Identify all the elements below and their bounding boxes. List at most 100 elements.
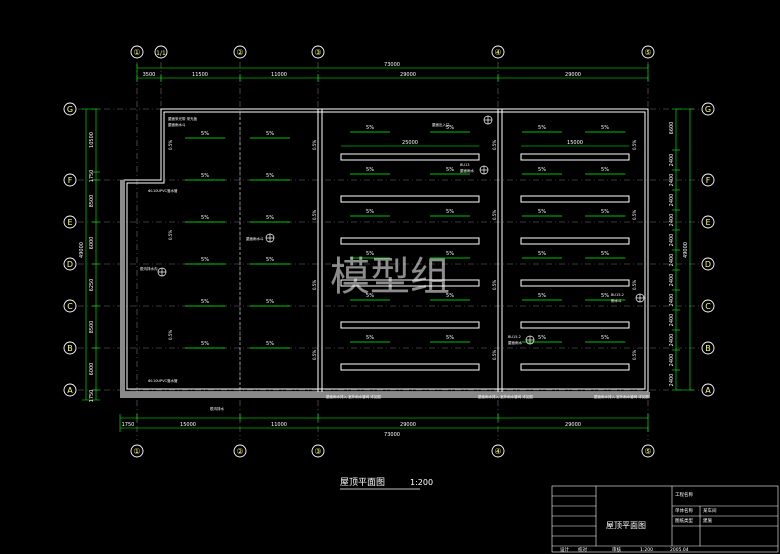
slope-label: 5% — [366, 167, 374, 173]
inner-dim-texts: 25000 15000 — [402, 140, 583, 146]
gutter-label: 0.5% — [632, 140, 637, 150]
column-labels-bottom: ① ② ③ ④ ⑤ — [133, 447, 651, 456]
dim-right-6: 2400 — [669, 234, 675, 247]
slope-label: 5% — [266, 341, 274, 347]
dim-right-12: 2400 — [669, 354, 675, 367]
gutter-label: 0.5% — [312, 350, 317, 360]
slope-label: 5% — [201, 341, 209, 347]
callouts: 屋面雨水排入 室外雨水管网 详见图 屋面雨水排入 室外雨水管网 详见图 屋面雨水… — [326, 394, 649, 399]
slope-label: 5% — [538, 293, 546, 299]
note-outlet: 屋面出入口 — [432, 122, 450, 127]
slope-label: 5% — [366, 251, 374, 257]
dim-left-1: 10500 — [89, 132, 95, 148]
row-label-c: C — [67, 302, 73, 311]
row-label-f: F — [68, 176, 73, 185]
note-downpipe-b: 雨水斗 — [611, 298, 622, 303]
title-block-row2-value: 某车间 — [703, 507, 717, 514]
title-block-footer-5: 2005.04 — [670, 547, 689, 553]
slope-label: 5% — [266, 299, 274, 305]
dim-left-7: 6000 — [89, 363, 95, 376]
watermark: 模型组 — [330, 254, 450, 300]
dimension-texts: 73000 3500 11500 11000 29000 29000 1750 … — [122, 62, 581, 438]
gutter-label: 0.5% — [492, 350, 497, 360]
slope-label: 5% — [601, 125, 609, 131]
dim-top-2: 11500 — [192, 72, 208, 78]
title-block-footer-3: 审核 — [612, 546, 621, 553]
gutter-label: 0.5% — [632, 210, 637, 220]
slope-label: 5% — [446, 125, 454, 131]
note-parapet: 檐沟排水 — [210, 406, 224, 411]
dim-right-3: 2400 — [669, 174, 675, 187]
row-label-e: E — [67, 218, 72, 227]
note-gutter: 檐沟排水沟 — [140, 266, 158, 271]
slope-label: 5% — [366, 335, 374, 341]
note-bu15: BU15-2 — [611, 293, 624, 297]
inner-dim-a: 25000 — [402, 140, 418, 146]
slope-label: 5% — [201, 215, 209, 221]
dim-bottom-2: 15000 — [180, 422, 196, 428]
col-label-bottom-1: ① — [133, 447, 140, 456]
title-block-text: 屋顶平面图 工程名称 单体名称 某车间 图纸类型 建施 设计 校对 审核 1:2… — [560, 491, 717, 553]
row-label-e-right: E — [705, 218, 710, 227]
slope-label: 5% — [366, 125, 374, 131]
drawing-caption: 屋顶平面图 1:200 — [340, 477, 433, 490]
parapet-hatch-left — [120, 180, 125, 398]
dim-right-2: 2400 — [669, 154, 675, 167]
roof-drain-symbols — [157, 115, 645, 345]
col-label-3: ③ — [314, 48, 321, 57]
slope-label: 5% — [538, 251, 546, 257]
dim-right-9: 2400 — [669, 294, 675, 307]
dim-left-2: 1750 — [89, 170, 95, 183]
col-label-bottom-3: ③ — [314, 447, 321, 456]
slope-label: 5% — [601, 167, 609, 173]
dim-left-8: 1750 — [89, 390, 95, 403]
slope-label: 5% — [538, 209, 546, 215]
note-pvc-2: Φ110UPVC落水管 — [148, 378, 178, 383]
title-block-footer-1: 设计 — [560, 546, 569, 553]
slope-label: 5% — [201, 131, 209, 137]
dim-right-5: 2400 — [669, 214, 675, 227]
dim-right-8: 2400 — [669, 274, 675, 287]
slope-label: 5% — [601, 293, 609, 299]
col-label-bottom-5: ⑤ — [644, 447, 651, 456]
row-label-a-right: A — [705, 386, 711, 395]
callout-1: 屋面雨水排入 室外雨水管网 详见图 — [326, 394, 381, 399]
col-label-bottom-2: ② — [236, 447, 243, 456]
col-label-2: ② — [236, 48, 243, 57]
dim-left-5: 6250 — [89, 279, 95, 292]
note-drain: 屋面雨水斗 — [168, 122, 186, 127]
notes: 屋面采光带 采光板 屋面雨水斗 Φ110UPVC落水管 Φ110UPVC落水管 … — [140, 116, 624, 411]
parapet-hatch-bottom — [120, 392, 650, 398]
gutter-label: 0.5% — [492, 280, 497, 290]
gutter-label: 0.5% — [168, 230, 173, 240]
dim-right-11: 2400 — [669, 334, 675, 347]
gutter-labels: 0.5% 0.5% 0.5% 0.5% 0.5% 0.5% 0.5% 0.5% … — [168, 140, 637, 360]
dim-right-13: 2400 — [669, 374, 675, 387]
slope-label: 5% — [266, 257, 274, 263]
row-label-c-right: C — [705, 302, 711, 311]
dimension-lines — [82, 64, 694, 432]
dim-right-4: 2400 — [669, 194, 675, 207]
title-block-row2-label: 单体名称 — [675, 507, 693, 514]
title-block-footer-2: 校对 — [578, 546, 587, 553]
row-label-d-right: D — [705, 260, 711, 269]
slope-label: 5% — [366, 209, 374, 215]
slope-label: 5% — [266, 215, 274, 221]
note-bu13: BU13 — [460, 163, 469, 167]
skylight-strips — [340, 153, 630, 371]
slope-label: 5% — [446, 335, 454, 341]
title-block — [551, 485, 779, 553]
dim-top-3: 11000 — [271, 72, 287, 78]
column-bubbles-bottom — [130, 444, 655, 458]
row-label-f-right: F — [706, 176, 711, 185]
slope-label: 5% — [201, 257, 209, 263]
title-block-title: 屋顶平面图 — [606, 521, 646, 530]
slope-label: 5% — [601, 251, 609, 257]
slope-labels: 5% 5% 5% 5% 5% 5% 5% 5% 5% 5% 5% 5% 5% 5… — [201, 125, 609, 347]
row-bubbles — [63, 102, 715, 397]
building-outline — [123, 108, 649, 393]
col-label-1: ① — [133, 48, 140, 57]
col-label-4: ④ — [494, 48, 501, 57]
row-label-b: B — [67, 344, 73, 353]
